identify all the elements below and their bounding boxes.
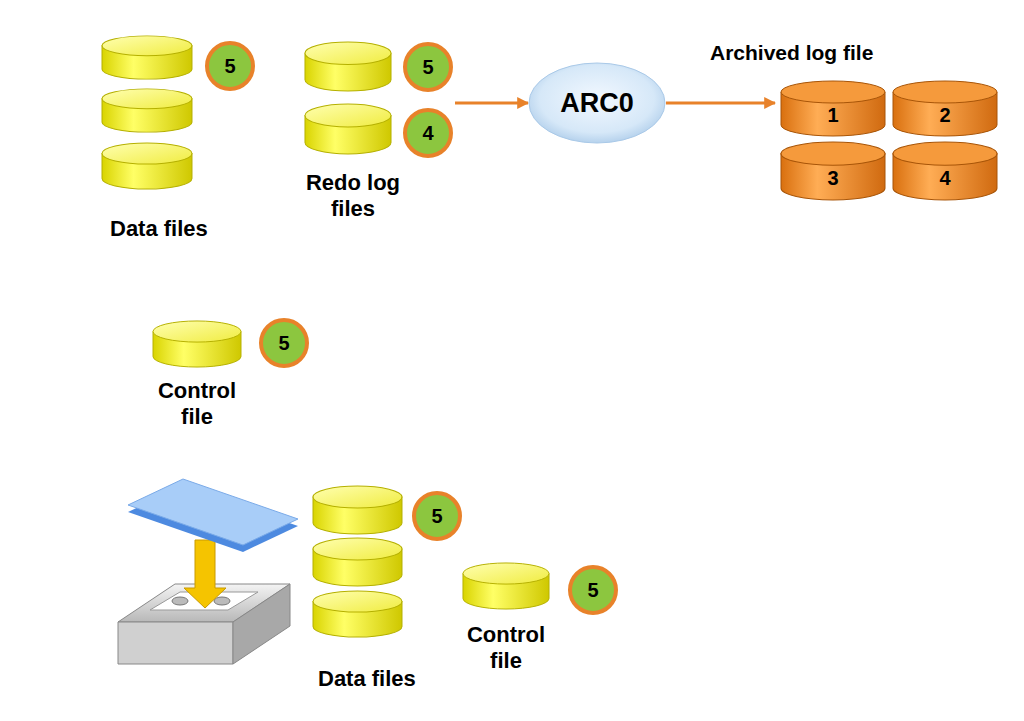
control-file-cylinder: [463, 563, 549, 609]
callout-number: 4: [422, 122, 433, 145]
callout-number: 5: [587, 579, 598, 602]
file-label: Data files: [318, 666, 416, 692]
data-file-cylinder: [313, 486, 402, 534]
process-ellipse-node: ARC0: [528, 62, 666, 144]
callout-badge: 5: [567, 564, 619, 616]
callout-badge: 5: [402, 41, 454, 93]
callout-badge: 5: [411, 490, 463, 542]
log-sequence-number: 4: [939, 153, 950, 190]
control-file-cylinder: [153, 321, 241, 367]
callout-badge: 4: [402, 107, 454, 159]
callout-number: 5: [431, 505, 442, 528]
archived-log-node: 1: [780, 80, 886, 137]
archived-log-node: 2: [892, 80, 998, 137]
file-group: Redo log files54: [298, 38, 455, 218]
tape-backup-icon: [118, 479, 298, 664]
data-file-cylinder: [102, 143, 192, 189]
redo-log-cylinder: [305, 42, 391, 91]
data-file-cylinder: [313, 591, 402, 637]
file-label: Data files: [110, 216, 208, 242]
file-group: Archived log file1234: [775, 78, 1005, 206]
callout-number: 5: [278, 332, 289, 355]
archived-log-node: 4: [892, 141, 998, 201]
data-file-cylinder: [102, 89, 192, 132]
data-file-cylinder: [313, 538, 402, 586]
callout-number: 5: [422, 56, 433, 79]
archived-log-node: 3: [780, 141, 886, 201]
callout-number: 5: [224, 55, 235, 78]
group-title: Archived log file: [710, 40, 873, 66]
file-label: Control file: [451, 622, 561, 674]
log-sequence-number: 3: [827, 153, 838, 190]
process-name: ARC0: [560, 88, 634, 119]
flow-arrow: [666, 102, 775, 105]
file-label: Control file: [142, 378, 252, 430]
group-label: Redo log files: [298, 170, 408, 222]
data-file-cylinder: [102, 36, 192, 79]
log-sequence-number: 2: [939, 90, 950, 127]
redo-log-cylinder: [305, 104, 391, 154]
callout-badge: 5: [258, 317, 310, 369]
log-sequence-number: 1: [827, 90, 838, 127]
flow-arrow: [455, 102, 528, 105]
callout-badge: 5: [204, 40, 256, 92]
